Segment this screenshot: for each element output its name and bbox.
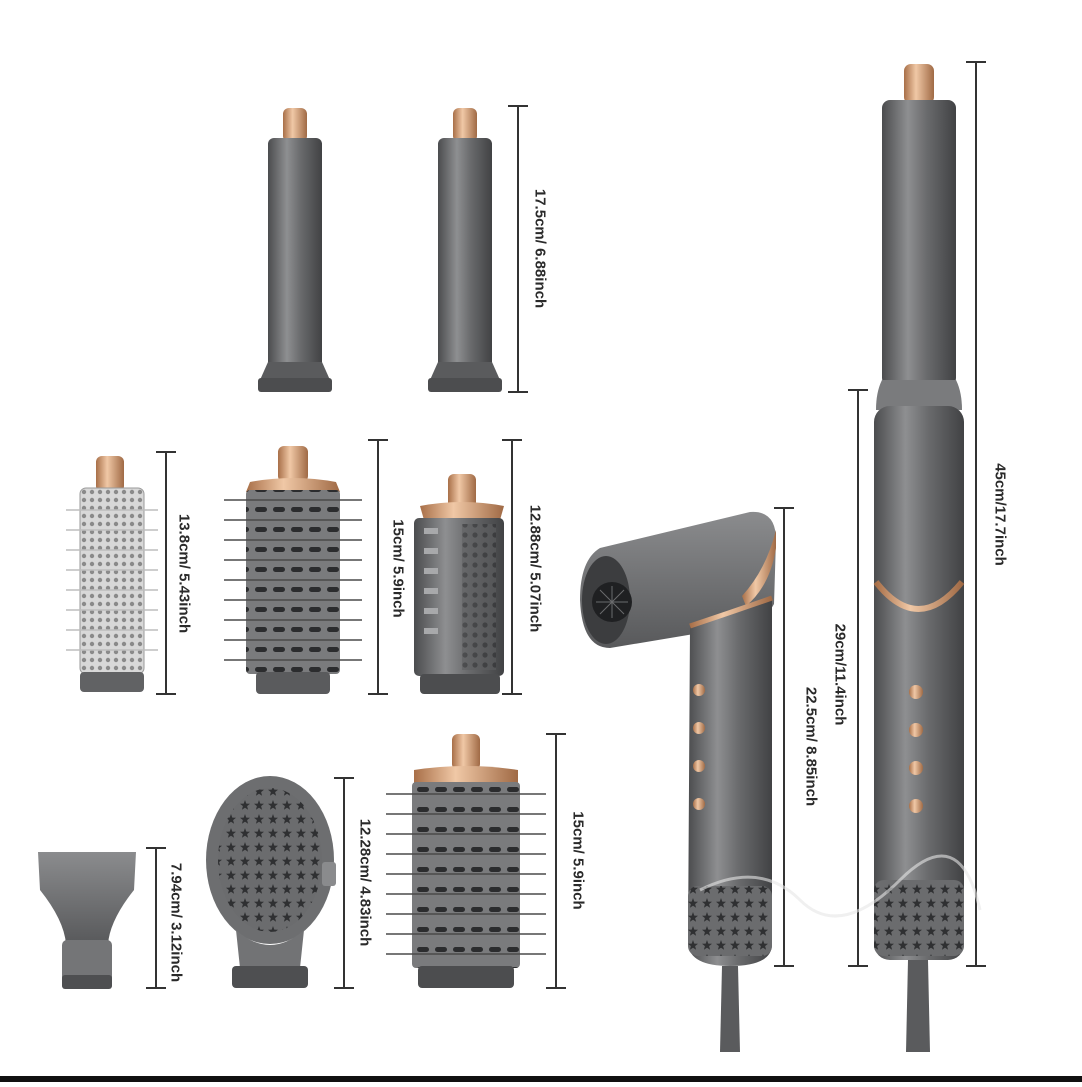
dimension-label-dryer: 22.5cm/ 8.85inch xyxy=(802,686,820,807)
dimension-label-cylinder-brush: 12.88cm/ 5.07inch xyxy=(526,504,544,633)
oval-diffuser xyxy=(206,776,336,988)
dimension-label-main-body: 29cm/11.4inch xyxy=(831,623,849,726)
round-brush-large xyxy=(386,734,546,988)
curling-barrel-icon xyxy=(428,108,502,392)
round-brush-small xyxy=(66,456,158,692)
dimension-lines xyxy=(146,61,986,989)
dimension-label-diffuser: 12.28cm/ 4.83inch xyxy=(356,818,374,947)
bottom-border xyxy=(0,1076,1082,1082)
dimension-label-total: 45cm/17.7inch xyxy=(991,463,1009,566)
dimension-label-round-brush-small: 13.8cm/ 5.43inch xyxy=(175,513,193,634)
dimension-label-concentrator: 7.94cm/ 3.12inch xyxy=(167,862,185,983)
curling-barrel-icon xyxy=(258,108,332,392)
styler-wand-icon xyxy=(873,64,965,1052)
dimension-label-paddle-brush: 15cm/ 5.9inch xyxy=(389,519,407,618)
hair-dryer-icon xyxy=(580,511,776,1052)
flat-concentrator xyxy=(38,852,136,989)
cylinder-brush xyxy=(414,474,504,694)
dimension-label-barrel: 17.5cm/ 6.88inch xyxy=(531,188,549,309)
dimension-label-round-brush-large: 15cm/ 5.9inch xyxy=(569,811,587,910)
paddle-brush xyxy=(224,446,362,694)
watermark xyxy=(699,854,982,918)
